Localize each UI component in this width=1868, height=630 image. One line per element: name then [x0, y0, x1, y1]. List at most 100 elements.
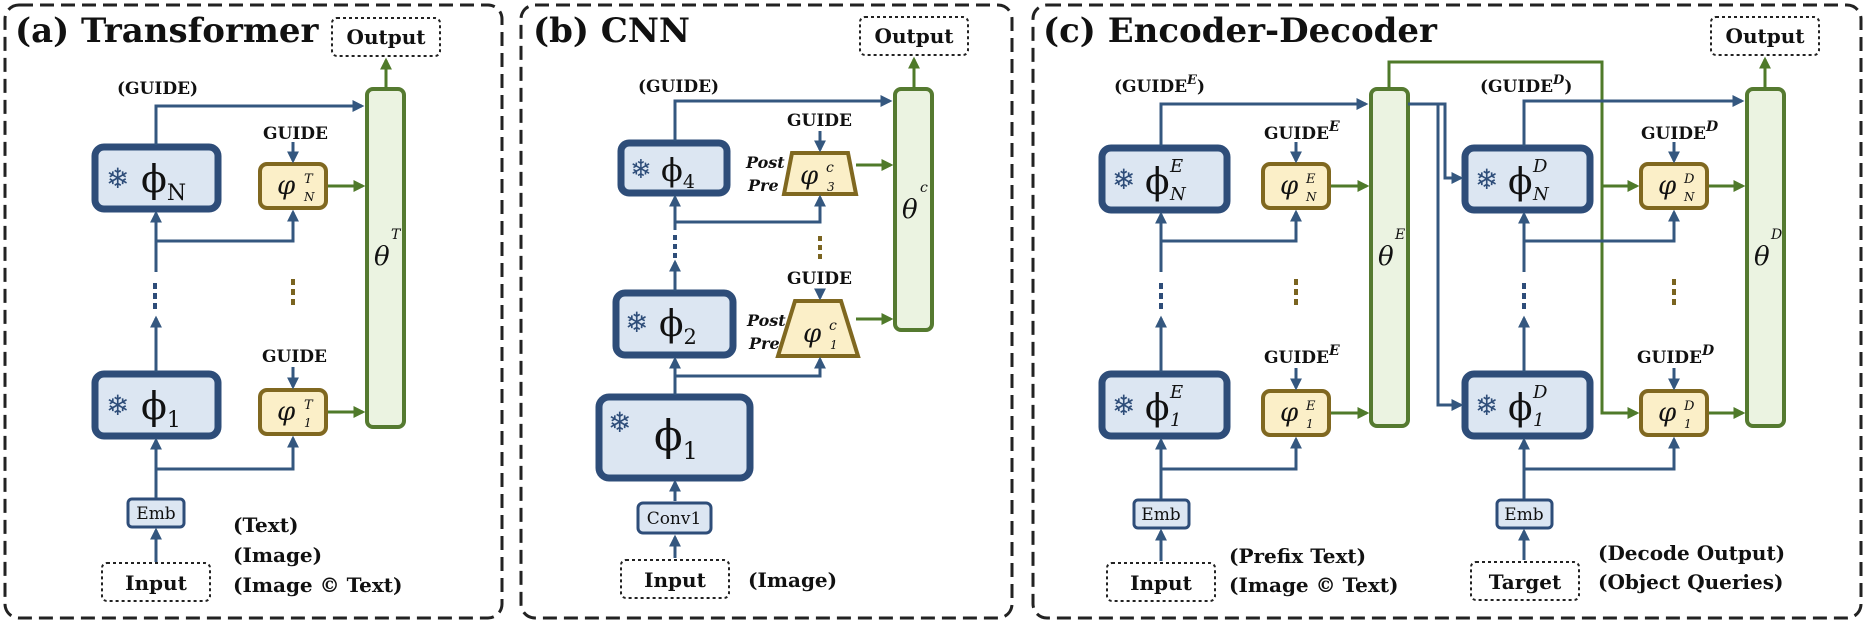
panel-a-border	[3, 3, 504, 620]
output-box	[1710, 16, 1820, 56]
dec-note-1: (Object Queries)	[1598, 570, 1783, 594]
enc-adapter-n-label: φ	[1280, 171, 1299, 201]
phi-n-label: ϕN	[141, 157, 186, 206]
emb-box	[126, 497, 186, 529]
guide-dec-top-label: (GUIDED)	[1480, 73, 1572, 97]
enc-adapter-1-sub: 1	[1306, 417, 1314, 431]
conv1-box	[636, 501, 713, 535]
input-note: (Image)	[748, 568, 837, 592]
output-label: Output	[347, 25, 427, 49]
post-label-3: Post	[745, 153, 785, 172]
panel-c-border	[1031, 3, 1863, 620]
dec-adapter-1	[1639, 389, 1709, 437]
adapter-n-sub: N	[303, 190, 315, 204]
panel-b-border	[519, 3, 1014, 620]
enc-adapter-n-sub: N	[1305, 190, 1317, 204]
dec-adapter-1-sup: D	[1683, 399, 1695, 414]
panel-b-title: (b) CNN	[533, 11, 690, 51]
adapter-1-sub: 1	[304, 416, 312, 430]
snowflake-icon: ❄	[1475, 389, 1498, 422]
guide-label-n: GUIDE	[263, 124, 328, 144]
phi-dec-1-sub: 1	[1533, 410, 1544, 431]
phi-dec-1-label: ϕ	[1508, 388, 1533, 429]
decoder-block-n	[1461, 144, 1594, 214]
panel-c-connections	[1155, 56, 1771, 561]
frozen-block-n	[91, 143, 222, 213]
frozen-block-1	[91, 370, 222, 440]
frozen-block-1	[595, 393, 754, 482]
adapter-1-sup: c	[829, 318, 837, 334]
phi-dec-n-sup: D	[1532, 156, 1548, 177]
guide-label-3: GUIDE	[787, 111, 852, 131]
guide-enc-top-label: (GUIDEE)	[1114, 73, 1205, 97]
pre-label-3: Pre	[747, 176, 779, 195]
snowflake-icon: ❄	[106, 162, 129, 195]
adapter-1-label: φ	[277, 397, 296, 427]
theta-d-sup: D	[1770, 227, 1782, 243]
output-box	[859, 16, 969, 56]
phi-enc-1-sup: E	[1169, 382, 1183, 403]
conv1-label: Conv1	[647, 509, 702, 529]
adapter-n-sup: T	[304, 172, 314, 187]
adapter-n-label: φ	[277, 171, 296, 201]
panel-transformer: (a) Transformer Output (GUIDE) ❄ ϕN ❄ ϕ1…	[3, 3, 504, 620]
enc-note-1: (Image © Text)	[1229, 573, 1399, 597]
phi-1-label: ϕ1	[141, 384, 181, 433]
theta-t-sup: T	[391, 227, 402, 243]
dec-guide-label-n: GUIDED	[1641, 119, 1719, 144]
enc-emb-box	[1132, 498, 1191, 530]
adapter-3-sub: 3	[827, 180, 835, 194]
enc-guide-label-n: GUIDEE	[1264, 119, 1340, 144]
enc-adapter-n-sup: E	[1305, 172, 1316, 187]
layer-dots	[673, 235, 822, 259]
output-label: Output	[875, 24, 955, 48]
target-box	[1470, 561, 1580, 601]
phi-dec-n-label: ϕ	[1508, 162, 1533, 203]
snowflake-icon: ❄	[106, 389, 129, 422]
input-label: Input	[125, 571, 187, 595]
dec-emb-label: Emb	[1504, 505, 1544, 525]
phi-enc-n-sup: E	[1169, 156, 1183, 177]
dec-guide-label-1: GUIDED	[1637, 343, 1715, 368]
adapter-1-sup: T	[304, 398, 314, 413]
output-label: Output	[1726, 24, 1806, 48]
dec-adapter-n-sub: N	[1683, 190, 1695, 204]
guide-label-1: GUIDE	[262, 347, 327, 367]
input-note-0: (Text)	[233, 513, 298, 537]
adapter-3-label: φ	[800, 161, 819, 191]
guide-top-label: (GUIDE)	[638, 77, 719, 97]
adapter-n	[258, 162, 328, 210]
phi-2-label: ϕ2	[659, 304, 697, 349]
dec-note-0: (Decode Output)	[1598, 541, 1785, 565]
theta-t-block	[365, 87, 406, 429]
snowflake-icon: ❄	[1475, 163, 1498, 196]
dec-adapter-1-label: φ	[1658, 398, 1677, 428]
enc-adapter-1-label: φ	[1280, 398, 1299, 428]
input-note-2: (Image © Text)	[233, 573, 403, 597]
adapter-3-sup: c	[826, 160, 834, 176]
panel-encoder-decoder: (c) Encoder-Decoder Output (GUIDEE) (GUI…	[1031, 3, 1863, 620]
input-label: Input	[1130, 571, 1192, 595]
dec-adapter-n	[1639, 162, 1709, 210]
phi-dec-1-sup: D	[1532, 382, 1548, 403]
dec-emb-box	[1495, 498, 1554, 530]
theta-c-label: θ	[902, 195, 918, 225]
snowflake-icon: ❄	[630, 155, 652, 185]
layer-dots	[153, 279, 295, 309]
enc-adapter-n	[1261, 162, 1331, 210]
phi-dec-n-sub: N	[1532, 184, 1550, 205]
phi-enc-1-sub: 1	[1170, 410, 1181, 431]
guide-label-1: GUIDE	[787, 269, 852, 289]
panel-c-title: (c) Encoder-Decoder	[1043, 11, 1438, 51]
theta-e-label: θ	[1378, 242, 1394, 272]
encoder-block-1	[1098, 370, 1231, 440]
emb-label: Emb	[136, 504, 176, 524]
phi-enc-n-sub: N	[1169, 184, 1187, 205]
adapter-1-label: φ	[803, 319, 822, 349]
encoder-block-n	[1098, 144, 1231, 214]
enc-guide-label-1: GUIDEE	[1264, 343, 1340, 368]
post-label-1: Post	[746, 311, 786, 330]
phi-enc-1-label: ϕ	[1145, 388, 1170, 429]
frozen-block-2	[612, 289, 737, 359]
